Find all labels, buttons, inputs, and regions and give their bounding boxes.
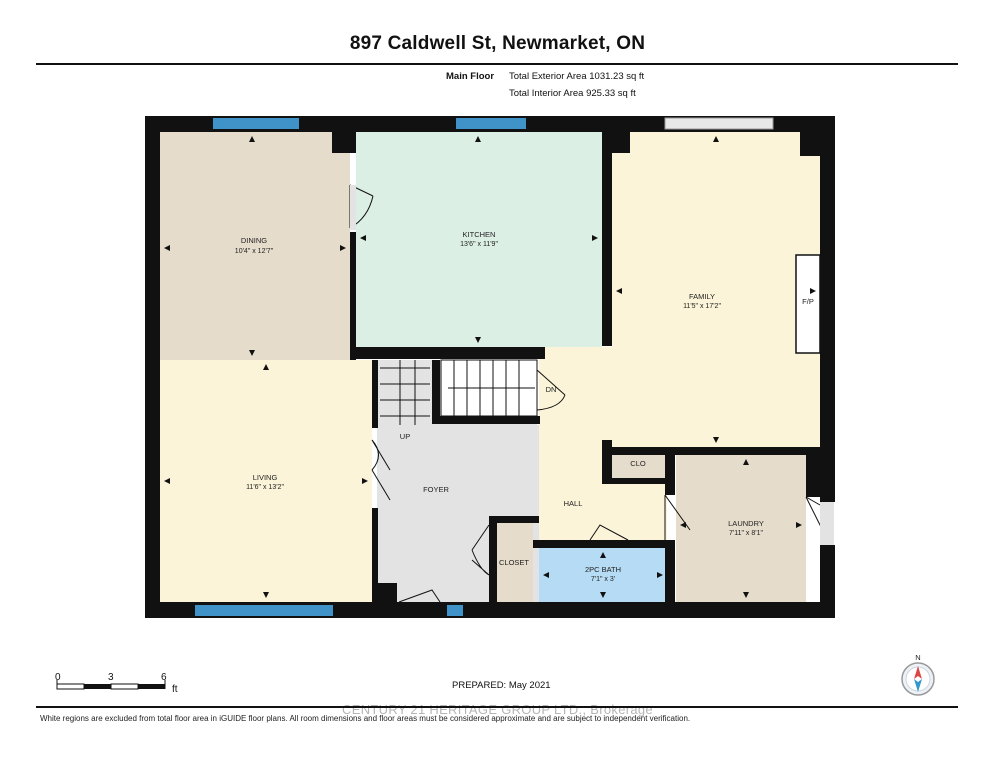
scale-tick-3: 3 [108, 672, 114, 683]
disclaimer-note: White regions are excluded from total fl… [40, 714, 691, 723]
dining-label: DINING [241, 236, 267, 245]
stairs-down-label: DN [546, 385, 557, 394]
exterior-area: Total Exterior Area 1031.23 sq ft [509, 71, 645, 82]
windows [195, 117, 774, 616]
laundry-label: LAUNDRY [728, 519, 764, 528]
kitchen-room [356, 132, 602, 347]
doors [349, 184, 834, 603]
family-label: FAMILY [689, 292, 715, 301]
living-dims: 11'6" x 13'2" [246, 484, 284, 491]
page-title: 897 Caldwell St, Newmarket, ON [349, 33, 646, 54]
header-divider [36, 63, 958, 65]
prepared-date: PREPARED: May 2021 [452, 680, 551, 691]
living-room [160, 360, 372, 602]
brokerage-watermark: CENTURY 21 HERITAGE GROUP LTD., Brokerag… [342, 702, 653, 717]
compass-icon: N [901, 653, 935, 696]
kitchen-dims: 13'6" x 11'9" [460, 241, 498, 248]
stairs-up-label: UP [400, 432, 410, 441]
fireplace-label: F/P [802, 297, 814, 306]
family-dims: 11'5" x 17'2" [683, 303, 721, 310]
kitchen-label: KITCHEN [463, 230, 496, 239]
scale-tick-0: 0 [55, 672, 61, 683]
hall-label: HALL [564, 499, 583, 508]
bath-dims: 7'1" x 3' [591, 576, 615, 583]
foyer-label: FOYER [423, 485, 449, 494]
interior-area: Total Interior Area 925.33 sq ft [509, 88, 636, 99]
laundry-dims: 7'11" x 8'1" [729, 530, 763, 537]
floor-label: Main Floor [446, 71, 495, 82]
scale-tick-6: 6 [161, 672, 167, 683]
dining-room [160, 132, 350, 360]
dining-dims: 10'4" x 12'7" [235, 248, 274, 255]
compass-north-label: N [915, 653, 920, 662]
living-label: LIVING [253, 473, 278, 482]
laundry-room [676, 455, 806, 602]
staircase [380, 359, 538, 425]
closet-area [497, 523, 533, 603]
bath-label: 2PC BATH [585, 565, 621, 574]
footer-divider [36, 706, 958, 708]
scale-unit: ft [172, 684, 178, 695]
closet-label: CLOSET [499, 558, 529, 567]
clo-label: CLO [630, 459, 646, 468]
scale-bar: 0 3 6 ft [55, 672, 178, 695]
